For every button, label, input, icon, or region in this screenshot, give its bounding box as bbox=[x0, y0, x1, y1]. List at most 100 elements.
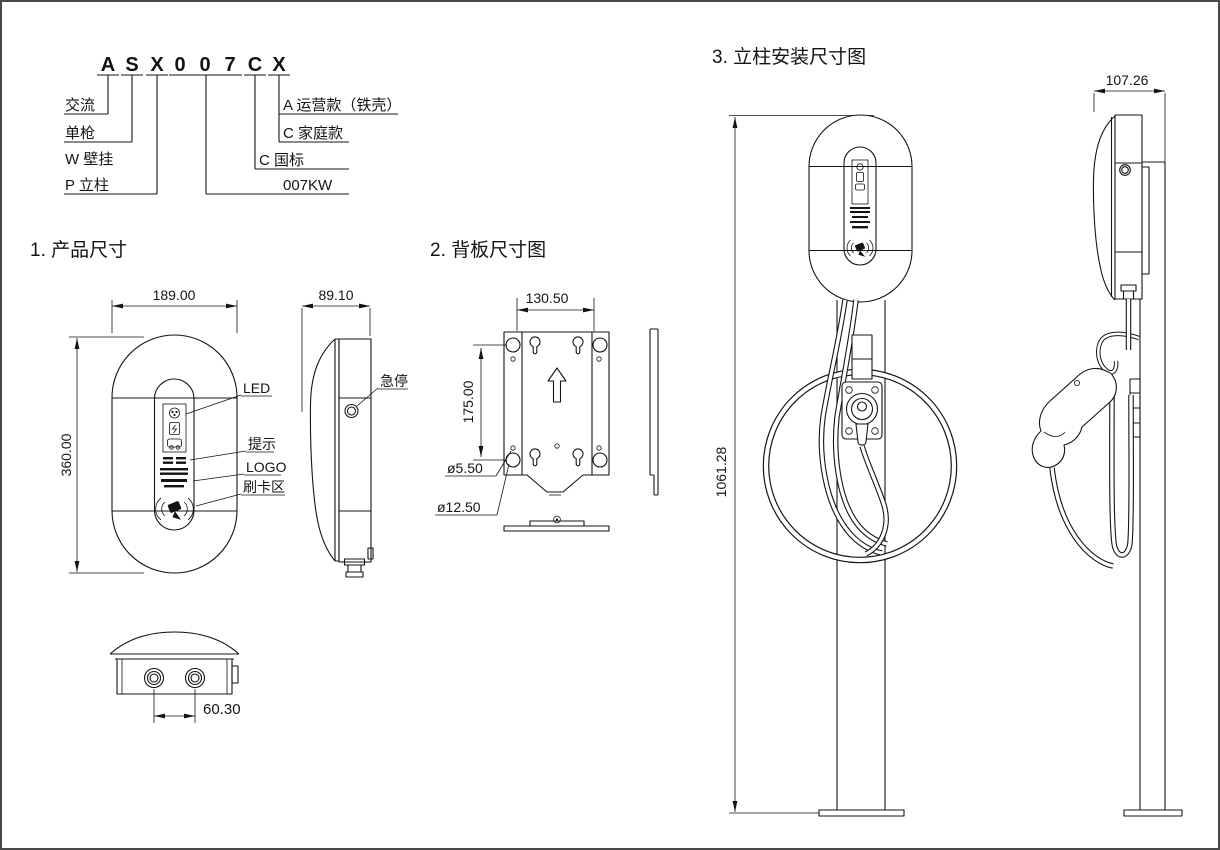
legend-label-national-standard: C 国标 bbox=[259, 152, 304, 169]
side-seam-lines bbox=[1115, 162, 1142, 253]
bottom-body bbox=[116, 658, 233, 695]
plug-connector bbox=[855, 423, 869, 446]
gun-dock bbox=[841, 381, 883, 446]
panel-mini-icons bbox=[846, 159, 874, 257]
gun-hook bbox=[1096, 331, 1140, 375]
callout-estop: 急停 bbox=[380, 373, 408, 389]
status-light-icon bbox=[169, 407, 180, 419]
charger-side-view: 89.10 急停 bbox=[301, 287, 408, 578]
callout-logo: LOGO bbox=[246, 459, 287, 475]
plate-fold-lines bbox=[521, 332, 593, 475]
panel-fine-print bbox=[160, 457, 188, 488]
extension-lines bbox=[516, 298, 595, 331]
extension-lines bbox=[69, 336, 144, 574]
small-hole-leader bbox=[495, 450, 512, 477]
side-seam-lines bbox=[339, 397, 371, 512]
charger-side-profile bbox=[1092, 114, 1143, 301]
legend-label-pole-mount: P 立柱 bbox=[65, 177, 109, 194]
body-seam-lines bbox=[809, 165, 912, 252]
extension-lines bbox=[1093, 93, 1166, 162]
cable-gland-left bbox=[143, 667, 165, 689]
section-pole-install: 3. 立柱安装尺寸图 1061.28 bbox=[712, 46, 1183, 817]
legend-label-ac: 交流 bbox=[65, 96, 95, 114]
side-front-curve bbox=[309, 338, 336, 562]
hanging-cables bbox=[1109, 299, 1134, 558]
mount-bracket bbox=[1141, 166, 1150, 275]
charging-gun bbox=[1031, 367, 1117, 569]
dim-side-depth: 89.10 bbox=[318, 287, 353, 303]
charging-cables bbox=[818, 299, 888, 556]
plug-icon bbox=[169, 422, 180, 435]
pole-base-plate bbox=[818, 809, 905, 817]
gun-holder-bracket bbox=[851, 334, 873, 380]
side-mount-tab bbox=[367, 547, 374, 560]
legend-label-operator-model: A 运营款（铁壳） bbox=[283, 97, 401, 114]
cable-gland bbox=[343, 558, 366, 578]
backplate-bottom-profile bbox=[503, 515, 610, 532]
estop-leader bbox=[356, 387, 379, 407]
dim-front-height: 360.00 bbox=[58, 433, 74, 476]
front-panel bbox=[843, 146, 877, 266]
bottom-panel-lines bbox=[121, 659, 228, 694]
callout-tips: 提示 bbox=[248, 436, 276, 452]
car-icon bbox=[167, 438, 182, 448]
section-title: 2. 背板尺寸图 bbox=[430, 239, 546, 261]
backplate-front-view bbox=[503, 331, 610, 496]
legend-label-wall-mount: W 壁挂 bbox=[65, 151, 113, 168]
icon-box bbox=[162, 403, 187, 453]
section-backplate: 2. 背板尺寸图 130.50 bbox=[430, 239, 659, 532]
cable-gland-right bbox=[184, 667, 206, 689]
bottom-dome bbox=[109, 631, 240, 655]
extension-lines bbox=[111, 300, 238, 333]
charger-front-view: 189.00 360.00 bbox=[58, 287, 287, 574]
keyhole-slots bbox=[529, 336, 584, 467]
dim-large-hole: ø12.50 bbox=[437, 499, 481, 515]
pole-front-view: 1061.28 bbox=[713, 114, 958, 817]
code-char: A bbox=[101, 54, 115, 76]
large-hole-leader bbox=[496, 463, 510, 516]
up-arrow-mark bbox=[547, 367, 567, 403]
small-mount-holes bbox=[510, 356, 602, 451]
front-panel-outline bbox=[153, 378, 195, 531]
section-product-dimensions: 1. 产品尺寸 189.00 360.00 bbox=[30, 239, 408, 723]
dim-pole-depth: 107.26 bbox=[1106, 72, 1149, 88]
bottom-rim bbox=[110, 653, 239, 660]
legend-label-home-model: C 家庭款 bbox=[283, 125, 343, 142]
led-indicator-icons bbox=[162, 403, 187, 453]
legend-label-power: 007KW bbox=[283, 177, 333, 194]
card-swipe-icon bbox=[155, 497, 194, 521]
legend-label-single-gun: 单枪 bbox=[65, 125, 95, 142]
bolt-icon bbox=[171, 424, 178, 434]
side-body bbox=[338, 338, 372, 563]
backplate-side-profile bbox=[649, 328, 659, 496]
dim-front-width: 189.00 bbox=[153, 287, 196, 303]
extension-lines bbox=[301, 308, 371, 412]
code-char: 0 bbox=[174, 54, 185, 76]
card-swipe-icon bbox=[846, 239, 874, 257]
gun-cable bbox=[859, 445, 889, 557]
dim-plate-width: 130.50 bbox=[526, 290, 569, 306]
code-char: S bbox=[125, 54, 138, 76]
estop-button bbox=[1119, 164, 1131, 176]
pole-side-view: 107.26 bbox=[1031, 72, 1183, 817]
estop-button bbox=[344, 403, 359, 419]
dim-gland-spacing: 60.30 bbox=[203, 701, 241, 718]
backplate-outline bbox=[503, 331, 610, 493]
dim-small-hole: ø5.50 bbox=[447, 460, 483, 476]
side-cover-edge bbox=[334, 338, 340, 562]
charger-bottom-view: 60.30 bbox=[109, 631, 241, 723]
code-char: X bbox=[150, 54, 164, 76]
code-leader-lines bbox=[107, 75, 280, 194]
callout-card-area: 刷卡区 bbox=[243, 479, 285, 495]
dim-pole-height: 1061.28 bbox=[713, 446, 729, 497]
code-char: 0 bbox=[199, 54, 210, 76]
pole-base-plate-side bbox=[1123, 809, 1183, 817]
section-title: 1. 产品尺寸 bbox=[30, 239, 127, 261]
label-underlines bbox=[64, 113, 398, 195]
model-code-legend: A S X 0 0 7 C X 交流 单枪 W 壁挂 P 立柱 A 运营款（铁壳… bbox=[64, 54, 401, 195]
dim-hole-pitch: 175.00 bbox=[460, 380, 476, 423]
code-char: C bbox=[248, 54, 262, 76]
gun-button bbox=[1074, 379, 1081, 386]
